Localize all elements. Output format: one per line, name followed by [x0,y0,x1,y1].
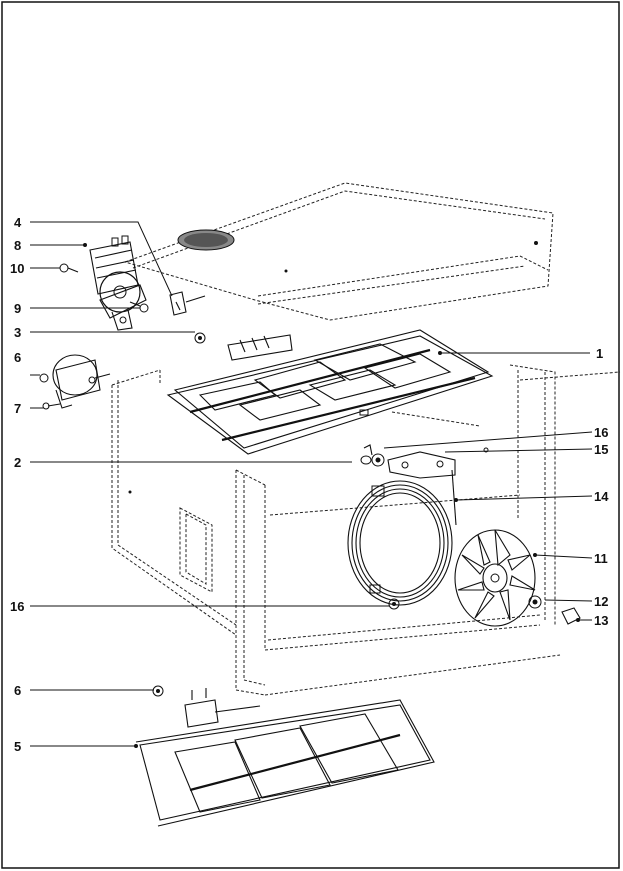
callout-16-upper: 16 [594,425,608,440]
grommet-3 [194,332,206,344]
callout-6-lower: 6 [14,683,21,698]
oven-cavity [111,182,621,696]
callout-14: 14 [594,489,609,504]
callout-3: 3 [14,325,21,340]
callout-4: 4 [14,215,22,230]
grommet-16-upper [371,453,385,467]
screw-6-lower [152,685,164,697]
fan-blade [454,529,536,627]
screw-6-upper [39,373,49,383]
callout-8: 8 [14,238,21,253]
callout-9: 9 [14,301,21,316]
callout-1: 1 [596,346,603,361]
circular-fan-element [347,451,457,606]
thermostat-terminal [169,291,206,316]
grommet-16-lower [388,598,400,610]
rotisserie-motor [52,354,111,409]
callout-13: 13 [594,613,608,628]
grommet-2 [360,444,373,465]
screw-10 [59,263,79,273]
fan-nut [528,595,542,609]
callout-5: 5 [14,739,21,754]
callout-7: 7 [14,401,21,416]
callout-10: 10 [10,261,24,276]
callout-12: 12 [594,594,608,609]
callout-labels: 4 8 10 9 3 6 7 2 16 6 5 1 16 15 14 11 12… [10,215,609,754]
callout-15: 15 [594,442,608,457]
top-grill-element [166,329,494,455]
bottom-heating-element [135,688,435,827]
callout-11: 11 [594,551,608,566]
callout-16-lower: 16 [10,599,24,614]
fan-motor [89,235,147,331]
fan-cap [561,607,581,625]
screw-7 [42,402,61,410]
callout-6-upper: 6 [14,350,21,365]
leader-lines [30,221,593,748]
callout-2: 2 [14,455,21,470]
